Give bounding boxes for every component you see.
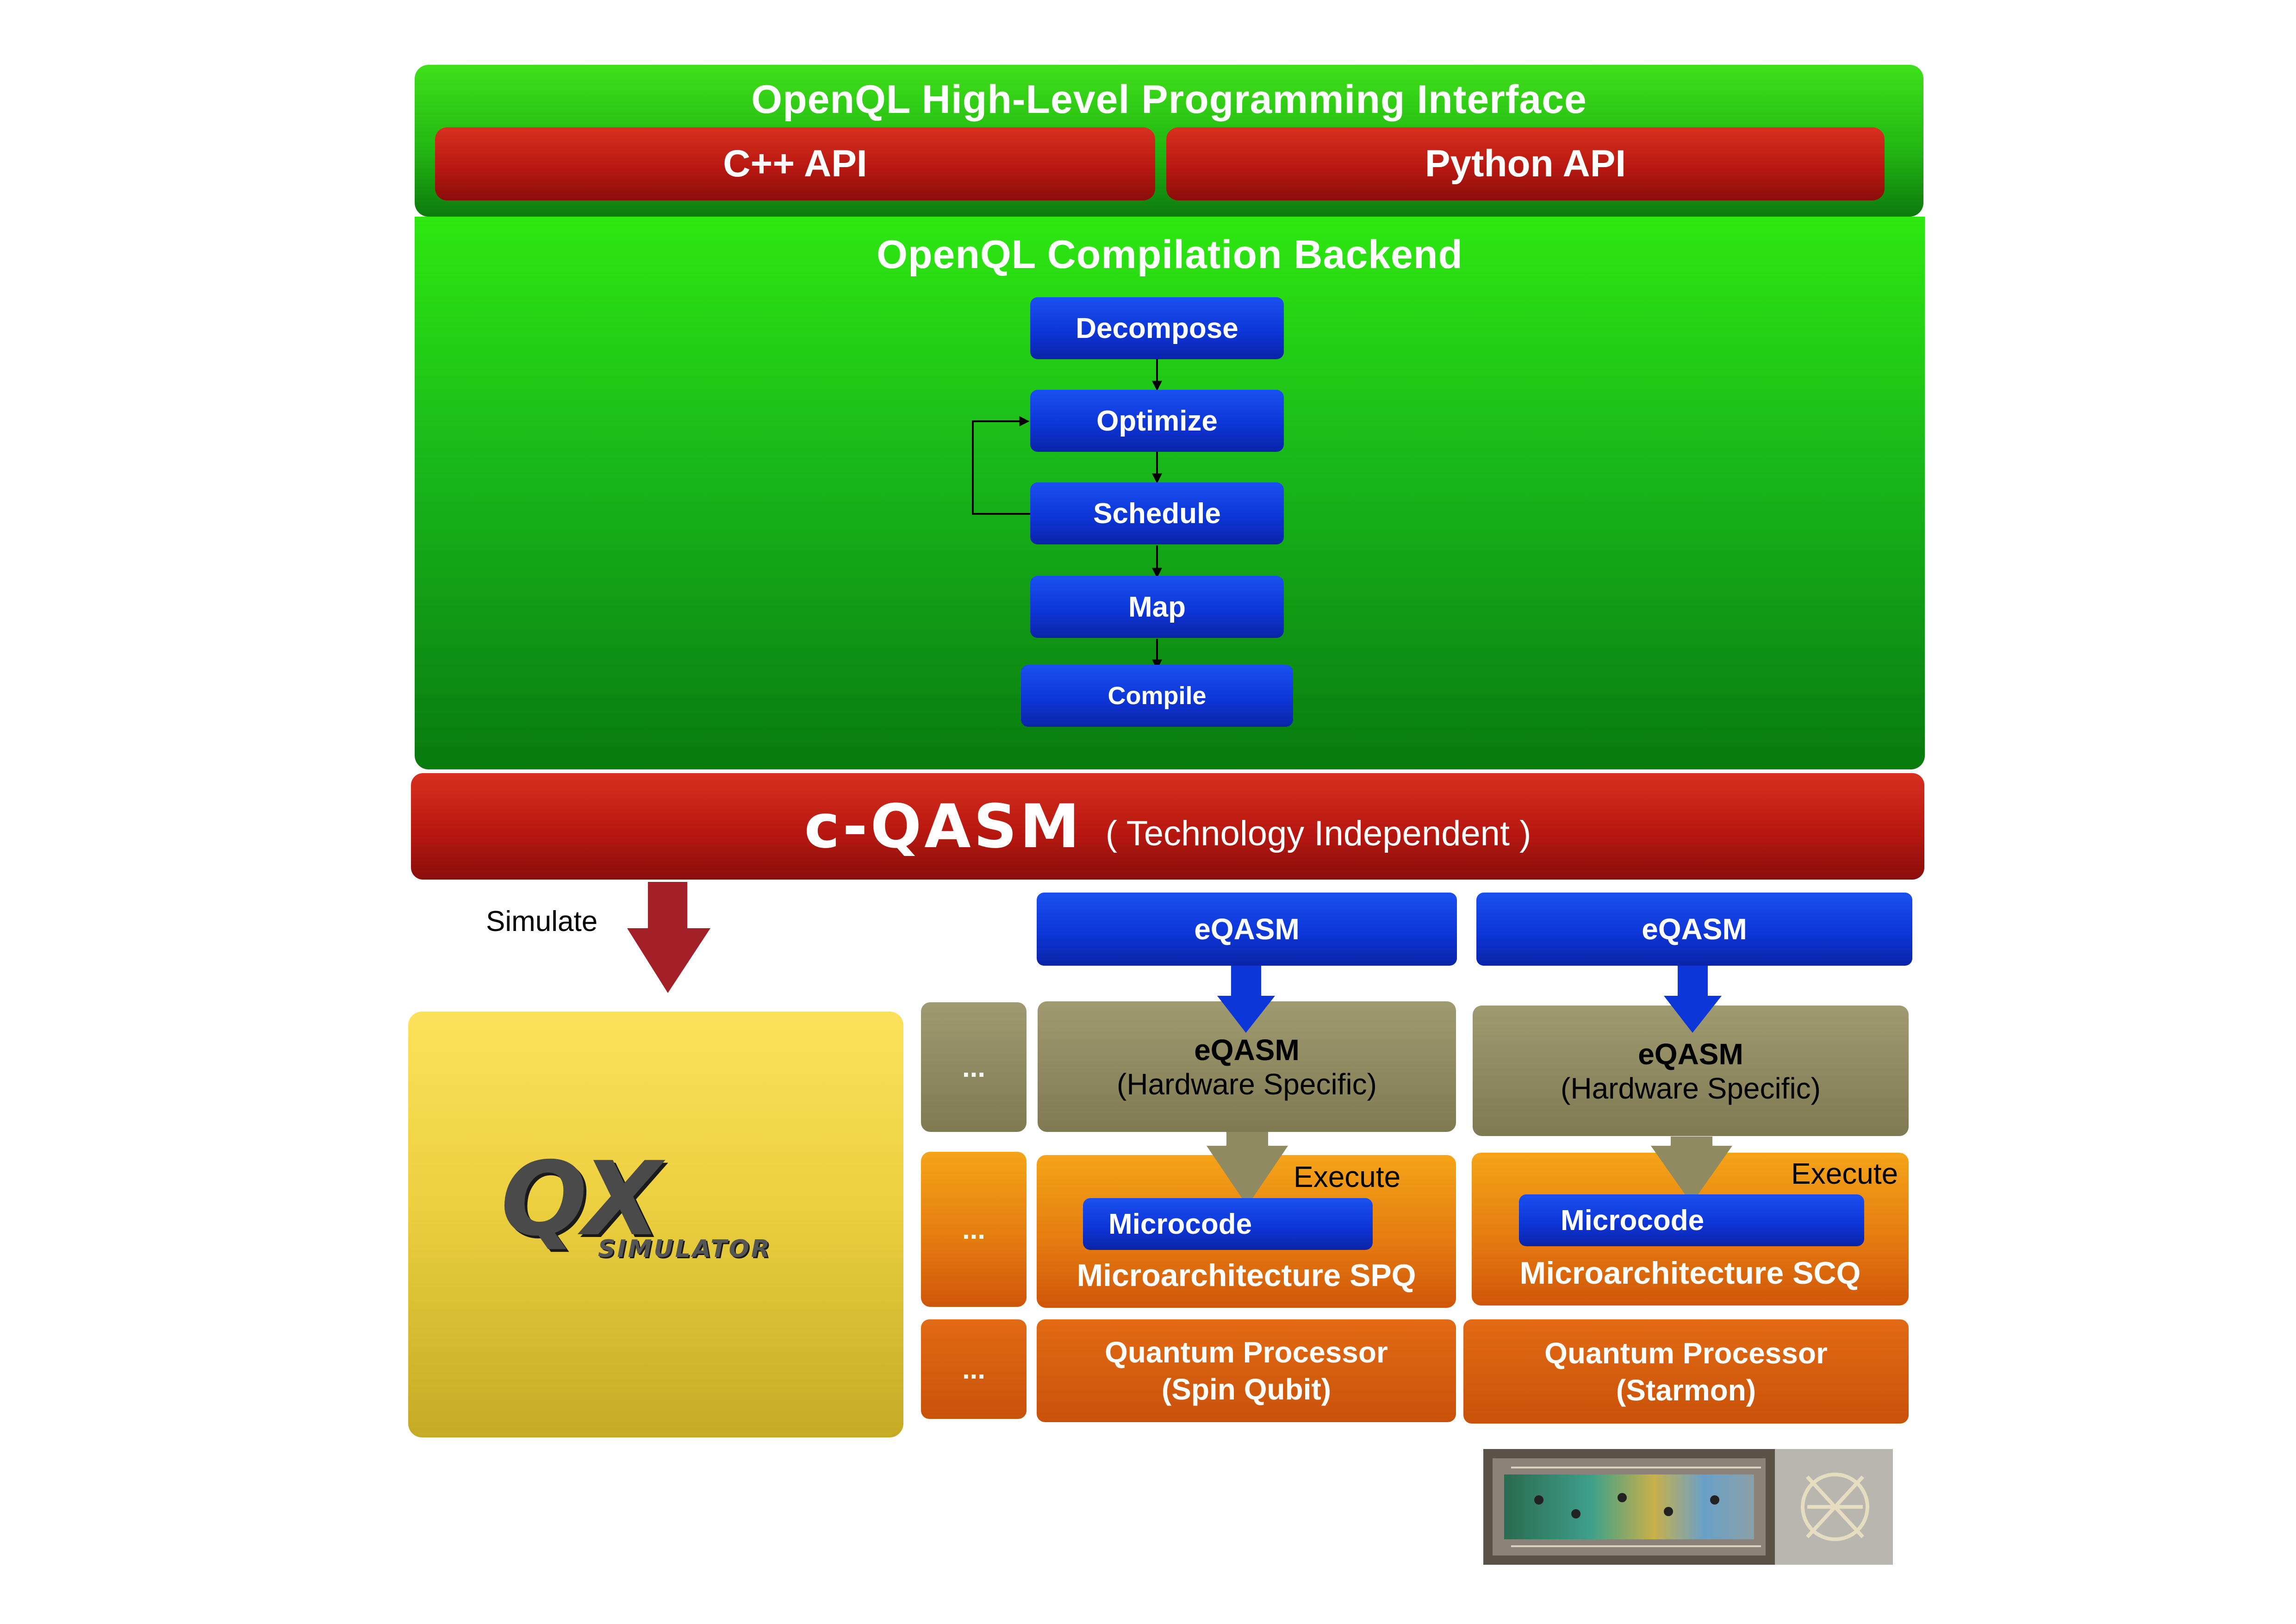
- scq-microcode-box: Microcode: [1519, 1194, 1864, 1246]
- scq-hw-subtitle: (Hardware Specific): [1561, 1072, 1821, 1105]
- scq-hw-title: eQASM: [1638, 1037, 1743, 1071]
- scq-qp-line2: (Starmon): [1616, 1373, 1756, 1407]
- scq-execute-down-arrow-icon: [1651, 1137, 1732, 1204]
- spq-eqasm-box: eQASM: [1037, 893, 1457, 966]
- qx-simulator-panel: [408, 1012, 903, 1437]
- spq-execute-label: Execute: [1294, 1160, 1401, 1193]
- more-hw-box: ...: [921, 1002, 1027, 1132]
- scq-microarch-label: Microarchitecture SCQ: [1519, 1255, 1861, 1291]
- scq-eqasm-down-arrow-icon: [1664, 966, 1722, 1033]
- cpp-api-box: C++ API: [435, 127, 1155, 200]
- scq-qp-line1: Quantum Processor: [1544, 1336, 1828, 1370]
- qx-logo-letters: QX: [501, 1148, 695, 1250]
- python-api-box: Python API: [1166, 127, 1885, 200]
- step-compile: Compile: [1021, 665, 1293, 727]
- spq-eqasm-down-arrow-icon: [1217, 966, 1275, 1033]
- step-schedule: Schedule: [1030, 482, 1284, 544]
- programming-interface-title: OpenQL High-Level Programming Interface: [751, 77, 1587, 122]
- compilation-backend-title: OpenQL Compilation Backend: [877, 232, 1463, 277]
- more-processor-box: ...: [921, 1319, 1027, 1419]
- quantum-chip-photo: [1483, 1449, 1893, 1565]
- scq-hw-text: eQASM (Hardware Specific): [1473, 1025, 1909, 1118]
- spq-microcode-box: Microcode: [1083, 1198, 1373, 1250]
- step-optimize: Optimize: [1030, 390, 1284, 452]
- scq-execute-label: Execute: [1791, 1157, 1898, 1190]
- spq-hw-subtitle: (Hardware Specific): [1117, 1068, 1377, 1101]
- scq-quantum-processor-box: Quantum Processor (Starmon): [1463, 1319, 1909, 1424]
- cqasm-name: c-QASM: [804, 791, 1083, 862]
- spq-qp-line2: (Spin Qubit): [1161, 1373, 1332, 1406]
- qx-logo-word: SIMULATOR: [598, 1235, 772, 1263]
- spq-qp-line1: Quantum Processor: [1105, 1336, 1388, 1369]
- simulate-arrow-icon: [627, 882, 710, 993]
- spq-hw-text: eQASM (Hardware Specific): [1038, 1021, 1456, 1113]
- more-microarch-box: ...: [921, 1152, 1027, 1307]
- spq-microarch-label: Microarchitecture SPQ: [1076, 1258, 1416, 1293]
- step-decompose: Decompose: [1030, 297, 1284, 359]
- cqasm-subtitle: ( Technology Independent ): [1105, 813, 1531, 853]
- simulate-label: Simulate: [486, 906, 598, 937]
- spq-hw-title: eQASM: [1194, 1033, 1300, 1067]
- feedback-loop-arrow: [972, 416, 1030, 515]
- cqasm-label-group: c-QASM ( Technology Independent ): [411, 773, 1924, 880]
- qx-logo-text: QX: [501, 1140, 661, 1258]
- spq-quantum-processor-box: Quantum Processor (Spin Qubit): [1037, 1319, 1456, 1422]
- step-map: Map: [1030, 576, 1284, 638]
- spq-execute-down-arrow-icon: [1207, 1132, 1288, 1206]
- scq-eqasm-box: eQASM: [1476, 893, 1912, 966]
- cqasm-bar: [411, 773, 1924, 880]
